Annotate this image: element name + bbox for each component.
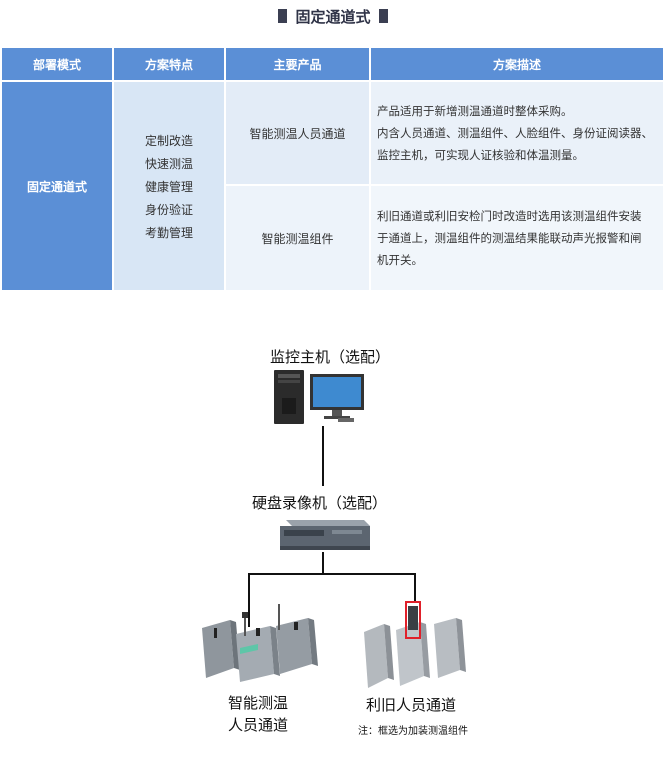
header-description: 方案描述 bbox=[371, 48, 663, 80]
description-line: 内含人员通道、测温组件、人脸组件、身份证阅读器、 bbox=[377, 126, 653, 140]
nvr-label: 硬盘录像机（选配） bbox=[252, 494, 388, 512]
description-text: 利旧通道或利旧安检门时改造时选用该测温组件安装 于通道上，测温组件的测温结果能联… bbox=[377, 205, 642, 271]
feature-item: 身份验证 bbox=[144, 202, 193, 217]
description-line: 于通道上，测温组件的测温结果能联动声光报警和闸 bbox=[377, 231, 642, 245]
connector-line bbox=[322, 552, 324, 574]
description-line: 产品适用于新增测温通道时整体采购。 bbox=[377, 104, 573, 118]
description-line: 监控主机，可实现人证核验和体温测量。 bbox=[377, 148, 584, 162]
reused-channel-label: 利旧人员通道 bbox=[366, 696, 457, 714]
features-list: 定制改造 快速测温 健康管理 身份验证 考勤管理 bbox=[145, 132, 193, 241]
product-name: 智能测温人员通道 bbox=[249, 126, 346, 141]
solution-table: 部署模式 方案特点 主要产品 方案描述 固定通道式 定制改造 快速测温 健康管理… bbox=[2, 48, 663, 290]
description-text: 产品适用于新增测温通道时整体采购。 内含人员通道、测温组件、人脸组件、身份证阅读… bbox=[377, 100, 653, 166]
monitor-host-icon bbox=[274, 370, 364, 424]
connector-line bbox=[414, 573, 416, 601]
reused-channel-icon bbox=[364, 601, 466, 688]
smart-channel-label-line2: 人员通道 bbox=[228, 716, 289, 734]
features-cell: 定制改造 快速测温 健康管理 身份验证 考勤管理 bbox=[114, 82, 224, 290]
deploy-mode-text: 固定通道式 bbox=[26, 179, 87, 194]
title-left-bar bbox=[278, 9, 288, 23]
product-name: 智能测温组件 bbox=[261, 231, 334, 246]
header-deploy-mode: 部署模式 bbox=[2, 48, 112, 80]
description-line: 机开关。 bbox=[377, 253, 423, 267]
feature-item: 健康管理 bbox=[144, 179, 193, 194]
description-cell: 利旧通道或利旧安检门时改造时选用该测温组件安装 于通道上，测温组件的测温结果能联… bbox=[371, 186, 663, 290]
nvr-icon bbox=[280, 520, 370, 550]
smart-channel-label-line1: 智能测温 bbox=[228, 694, 289, 712]
product-cell: 智能测温组件 bbox=[226, 186, 369, 290]
product-cell: 智能测温人员通道 bbox=[226, 82, 369, 184]
description-line: 利旧通道或利旧安检门时改造时选用该测温组件安装 bbox=[377, 209, 642, 223]
connector-line bbox=[248, 573, 416, 575]
feature-item: 快速测温 bbox=[144, 156, 193, 171]
connector-line bbox=[322, 426, 324, 486]
deploy-mode-cell: 固定通道式 bbox=[2, 82, 112, 290]
feature-item: 定制改造 bbox=[144, 133, 193, 148]
header-products: 主要产品 bbox=[226, 48, 369, 80]
smart-channel-icon bbox=[202, 604, 318, 682]
monitor-host-label: 监控主机（选配） bbox=[270, 348, 391, 366]
topology-diagram: 监控主机（选配） 硬盘录像机（选配） bbox=[0, 330, 666, 758]
title-text: 固定通道式 bbox=[295, 7, 371, 26]
highlight-note: 注：框选为加装测温组件 bbox=[358, 726, 468, 737]
page-title: 固定通道式 bbox=[0, 4, 666, 28]
connector-line bbox=[248, 573, 250, 627]
description-cell: 产品适用于新增测温通道时整体采购。 内含人员通道、测温组件、人脸组件、身份证阅读… bbox=[371, 82, 663, 184]
feature-item: 考勤管理 bbox=[144, 225, 193, 240]
title-right-bar bbox=[378, 9, 388, 23]
header-features: 方案特点 bbox=[114, 48, 224, 80]
